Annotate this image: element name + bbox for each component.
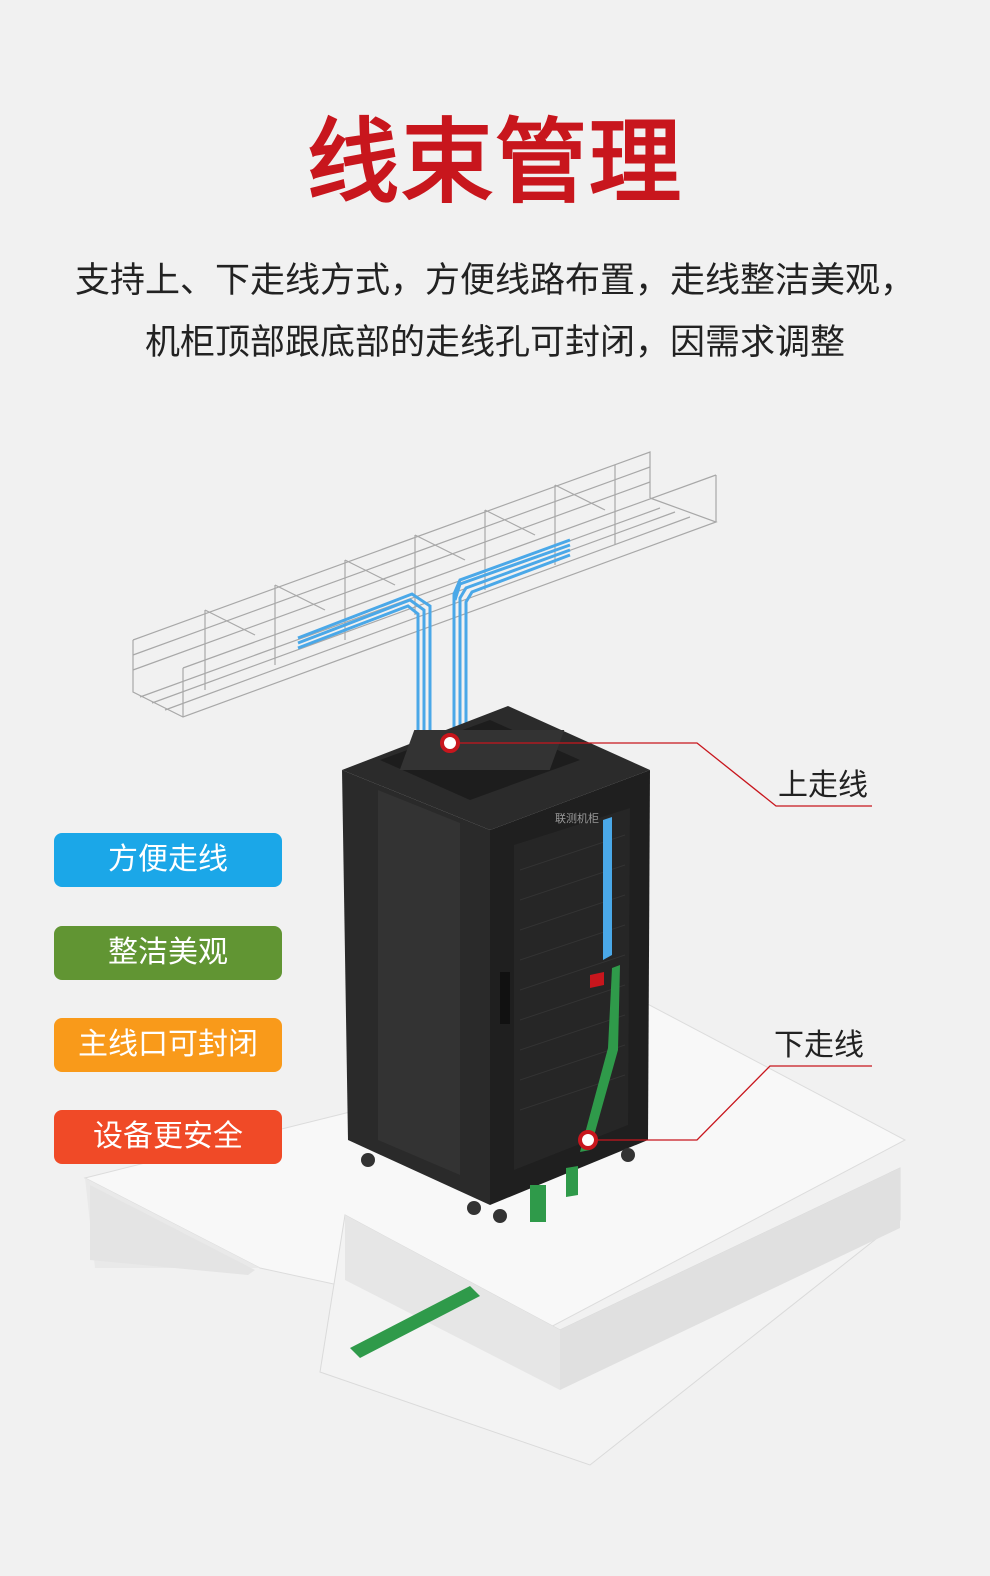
subtitle-line-2: 机柜顶部跟底部的走线孔可封闭，因需求调整 bbox=[144, 323, 845, 363]
feature-badge-tidy: 整洁美观 bbox=[54, 926, 282, 980]
feature-badge-convenient: 方便走线 bbox=[54, 833, 282, 887]
page-title: 线束管理 bbox=[306, 109, 683, 216]
callout-top-marker bbox=[440, 733, 460, 753]
feature-badge-safer: 设备更安全 bbox=[54, 1110, 282, 1164]
callout-label-top: 上走线 bbox=[778, 768, 868, 803]
callout-top-line bbox=[450, 742, 872, 807]
subtitle-line-1: 支持上、下走线方式，方便线路布置，走线整洁美观， bbox=[74, 261, 915, 301]
cabinet-brand: 联测机柜 bbox=[555, 811, 599, 825]
server-cabinet: 联测机柜 bbox=[342, 706, 650, 1223]
callout-bottom-line bbox=[588, 1065, 872, 1141]
callout-bottom-marker bbox=[578, 1130, 598, 1150]
feature-badge-sealable: 主线口可封闭 bbox=[54, 1018, 282, 1072]
top-cables bbox=[297, 538, 571, 750]
callout-label-bottom: 下走线 bbox=[774, 1028, 864, 1063]
cabinet-illustration: 联测机柜 bbox=[83, 451, 907, 1466]
